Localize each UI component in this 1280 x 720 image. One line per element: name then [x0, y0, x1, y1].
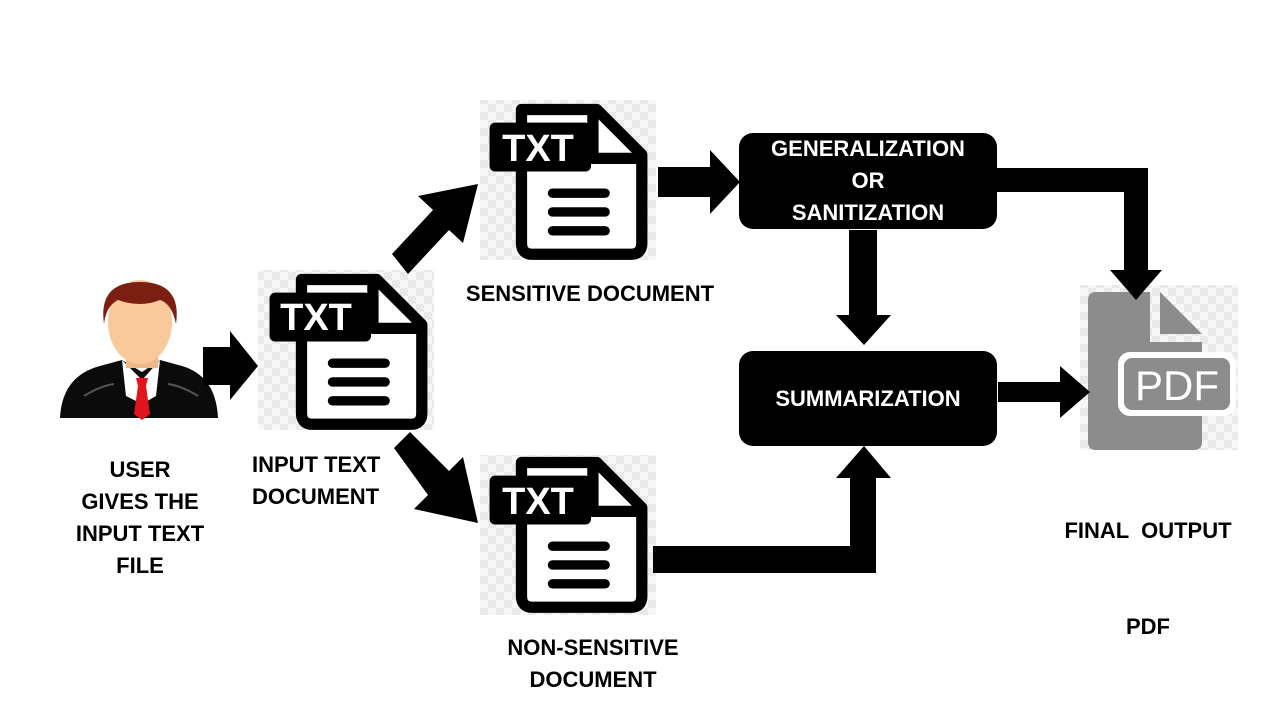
output-pdf-label-line-2: PDF — [1126, 614, 1170, 639]
sensitive-txt-document-icon: TXT — [480, 100, 656, 260]
summarization-label: SUMMARIZATION — [775, 385, 961, 411]
user-label-line-3: INPUT TEXT — [75, 521, 205, 546]
generalization-line-3: SANITIZATION — [791, 200, 945, 225]
output-pdf-label: FINAL OUTPUT PDF — [1050, 451, 1246, 675]
input-doc-label-line-1: INPUT TEXT — [252, 452, 381, 477]
pdf-output-icon: PDF — [1080, 285, 1238, 450]
sensitive-doc-label-text: SENSITIVE DOCUMENT — [465, 281, 715, 306]
user-label-line-1: USER — [109, 457, 171, 482]
input-doc-label-line-2: DOCUMENT — [252, 484, 380, 509]
nonsensitive-doc-label-line-2: DOCUMENT — [529, 667, 657, 692]
connector-generalization-to-output — [996, 168, 1162, 300]
arrow-sensitive-to-generalization — [658, 150, 740, 214]
pdf-icon-text: PDF — [1135, 362, 1219, 409]
arrow-input-to-sensitive — [392, 184, 478, 274]
user-label-line-2: GIVES THE — [81, 489, 199, 514]
arrow-generalization-to-summarization — [836, 230, 891, 345]
arrow-user-to-input — [203, 331, 258, 400]
output-pdf-label-line-1: FINAL OUTPUT — [1064, 518, 1232, 543]
input-txt-document-icon: TXT — [258, 270, 434, 430]
nonsensitive-doc-label-line-1: NON-SENSITIVE — [507, 635, 679, 660]
connector-nonsensitive-to-summarization — [653, 446, 891, 573]
generalization-line-2: OR — [851, 168, 885, 193]
sensitive-doc-icon-text: TXT — [502, 128, 574, 170]
user-avatar — [60, 280, 218, 420]
user-label: USER GIVES THE INPUT TEXT FILE — [52, 454, 228, 582]
nonsensitive-doc-label: NON-SENSITIVE DOCUMENT — [478, 632, 708, 696]
arrow-summarization-to-output — [998, 366, 1090, 418]
nonsensitive-doc-icon-text: TXT — [502, 481, 574, 523]
input-doc-icon-text: TXT — [280, 297, 352, 339]
input-doc-label: INPUT TEXT DOCUMENT — [252, 449, 412, 513]
generalization-sanitization-box: GENERALIZATION OR SANITIZATION — [739, 133, 997, 229]
arrow-input-to-nonsensitive — [394, 432, 478, 523]
sensitive-doc-label: SENSITIVE DOCUMENT — [440, 278, 740, 310]
generalization-line-1: GENERALIZATION — [771, 136, 965, 161]
user-label-line-4: FILE — [116, 553, 164, 578]
summarization-box: SUMMARIZATION — [739, 351, 997, 446]
nonsensitive-txt-document-icon: TXT — [480, 455, 656, 615]
